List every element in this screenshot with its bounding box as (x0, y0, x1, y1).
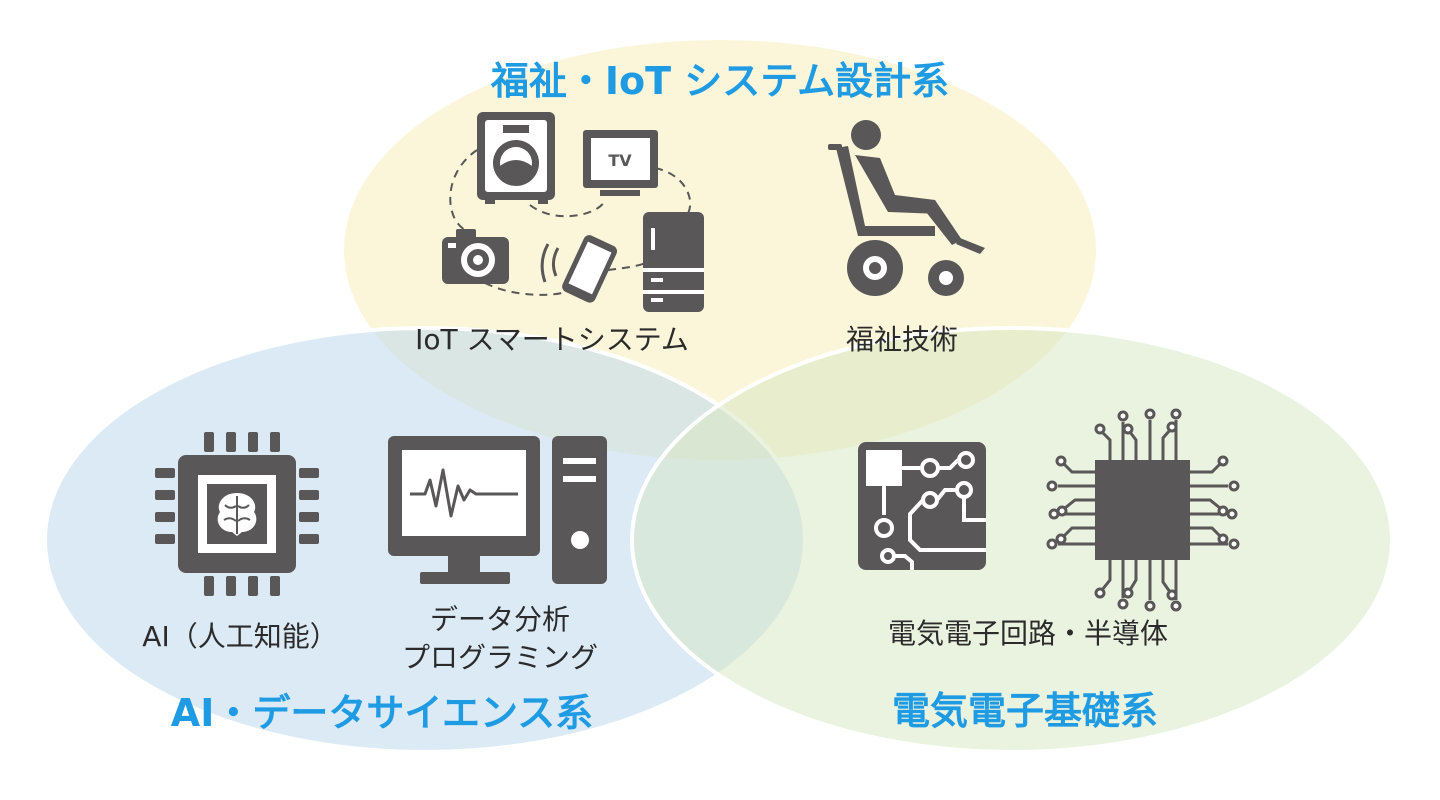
label-iot-smart-system: IoT スマートシステム (415, 323, 689, 356)
wheelchair-icon (828, 120, 985, 296)
svg-text:TV: TV (608, 151, 632, 170)
refrigerator-icon (643, 212, 704, 312)
label-welfare-technology: 福祉技術 (845, 323, 959, 356)
smartphone-icon (540, 235, 618, 303)
title-top: 福祉・IoT システム設計系 (490, 59, 950, 103)
label-electric-circuits: 電気電子回路・半導体 (887, 617, 1169, 650)
label-programming: プログラミング (401, 641, 599, 674)
label-ai: AI（人工知能） (142, 620, 338, 653)
camera-icon (442, 229, 509, 284)
label-data-analysis: データ分析 (429, 603, 571, 636)
title-left: AI・データサイエンス系 (170, 691, 594, 735)
ai-chip-icon (155, 432, 319, 596)
circuit-board-icon (858, 442, 986, 570)
title-right: 電気電子基礎系 (891, 689, 1159, 733)
microchip-icon (1046, 408, 1240, 612)
washing-machine-icon (477, 112, 555, 204)
circle-right (630, 326, 1394, 754)
iot-connection-lines (449, 149, 692, 296)
desktop-computer-icon (388, 436, 607, 584)
tv-icon: TV (583, 130, 658, 196)
